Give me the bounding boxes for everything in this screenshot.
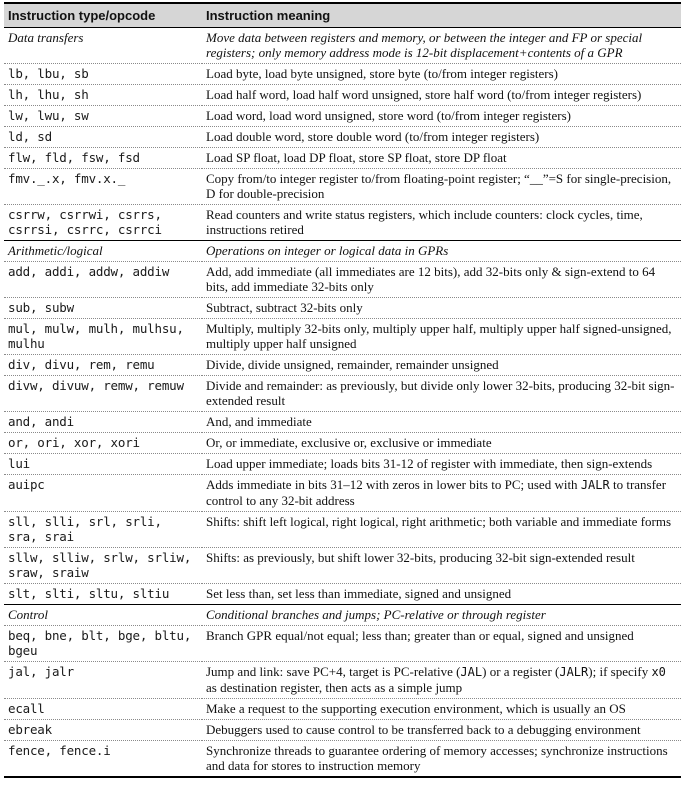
instruction-table: Instruction type/opcode Instruction mean… <box>4 2 681 778</box>
opcode-cell: sllw, slliw, srlw, srliw, sraw, sraiw <box>4 547 202 584</box>
table-row: ld, sd Load double word, store double wo… <box>4 126 681 148</box>
table-row: csrrw, csrrwi, csrrs, csrrsi, csrrc, csr… <box>4 204 681 241</box>
meaning-cell: Branch GPR equal/not equal; less than; g… <box>202 625 681 662</box>
opcode-cell: ld, sd <box>4 126 202 148</box>
table-row: auipc Adds immediate in bits 31–12 with … <box>4 474 681 512</box>
opcode-cell: csrrw, csrrwi, csrrs, csrrsi, csrrc, csr… <box>4 204 202 241</box>
meaning-cell: Read counters and write status registers… <box>202 204 681 241</box>
table-row: fence, fence.i Synchronize threads to gu… <box>4 740 681 778</box>
meaning-cell: Shifts: as previously, but shift lower 3… <box>202 547 681 584</box>
opcode-cell: add, addi, addw, addiw <box>4 261 202 298</box>
meaning-cell: Synchronize threads to guarantee orderin… <box>202 740 681 778</box>
opcode-cell: lh, lhu, sh <box>4 84 202 106</box>
meaning-cell: Shifts: shift left logical, right logica… <box>202 511 681 548</box>
opcode-cell: ecall <box>4 698 202 720</box>
meaning-cell: Add, add immediate (all immediates are 1… <box>202 261 681 298</box>
meaning-cell: Copy from/to integer register to/from fl… <box>202 168 681 205</box>
section-row-arithmetic: Arithmetic/logical Operations on integer… <box>4 240 681 262</box>
opcode-cell: sub, subw <box>4 297 202 319</box>
opcode-cell: lb, lbu, sb <box>4 63 202 85</box>
inline-code: JAL <box>460 665 483 679</box>
table-row: add, addi, addw, addiw Add, add immediat… <box>4 261 681 298</box>
meaning-cell: Divide, divide unsigned, remainder, rema… <box>202 354 681 376</box>
opcode-cell: divw, divuw, remw, remuw <box>4 375 202 412</box>
meaning-text: Adds immediate in bits 31–12 with zeros … <box>206 477 581 492</box>
section-row-control: Control Conditional branches and jumps; … <box>4 604 681 626</box>
table-row: jal, jalr Jump and link: save PC+4, targ… <box>4 661 681 699</box>
table-row: lui Load upper immediate; loads bits 31-… <box>4 453 681 475</box>
meaning-cell: And, and immediate <box>202 411 681 433</box>
opcode-cell: jal, jalr <box>4 661 202 699</box>
header-meaning: Instruction meaning <box>202 2 681 28</box>
table-row: or, ori, xor, xori Or, or immediate, exc… <box>4 432 681 454</box>
section-description: Conditional branches and jumps; PC-relat… <box>202 604 681 626</box>
meaning-cell: Make a request to the supporting executi… <box>202 698 681 720</box>
opcode-cell: sll, slli, srl, srli, sra, srai <box>4 511 202 548</box>
opcode-cell: div, divu, rem, remu <box>4 354 202 376</box>
meaning-cell: Load SP float, load DP float, store SP f… <box>202 147 681 169</box>
meaning-text: as destination register, then acts as a … <box>206 680 463 695</box>
inline-code: JALR <box>559 665 589 679</box>
table-row: sll, slli, srl, srli, sra, srai Shifts: … <box>4 511 681 548</box>
meaning-cell: Jump and link: save PC+4, target is PC-r… <box>202 661 681 699</box>
section-description: Operations on integer or logical data in… <box>202 240 681 262</box>
table-row: fmv._.x, fmv.x._ Copy from/to integer re… <box>4 168 681 205</box>
table-row: div, divu, rem, remu Divide, divide unsi… <box>4 354 681 376</box>
table-row: ecall Make a request to the supporting e… <box>4 698 681 720</box>
meaning-text: to transfer control to any 32-bit addres… <box>206 477 667 508</box>
table-row: and, andi And, and immediate <box>4 411 681 433</box>
table-row: slt, slti, sltu, sltiu Set less than, se… <box>4 583 681 605</box>
opcode-cell: or, ori, xor, xori <box>4 432 202 454</box>
section-row-data-transfers: Data transfers Move data between registe… <box>4 27 681 64</box>
meaning-cell: Adds immediate in bits 31–12 with zeros … <box>202 474 681 512</box>
section-title: Data transfers <box>4 27 202 64</box>
opcode-cell: slt, slti, sltu, sltiu <box>4 583 202 605</box>
meaning-cell: Multiply, multiply 32-bits only, multipl… <box>202 318 681 355</box>
table-header-row: Instruction type/opcode Instruction mean… <box>4 2 681 28</box>
section-description: Move data between registers and memory, … <box>202 27 681 64</box>
table-row: beq, bne, blt, bge, bltu, bgeu Branch GP… <box>4 625 681 662</box>
meaning-cell: Load word, load word unsigned, store wor… <box>202 105 681 127</box>
table-row: lh, lhu, sh Load half word, load half wo… <box>4 84 681 106</box>
table-row: sub, subw Subtract, subtract 32-bits onl… <box>4 297 681 319</box>
meaning-cell: Load half word, load half word unsigned,… <box>202 84 681 106</box>
meaning-text: ); if specify <box>588 664 652 679</box>
meaning-cell: Subtract, subtract 32-bits only <box>202 297 681 319</box>
opcode-cell: ebreak <box>4 719 202 741</box>
opcode-cell: fmv._.x, fmv.x._ <box>4 168 202 205</box>
meaning-cell: Debuggers used to cause control to be tr… <box>202 719 681 741</box>
meaning-text: ) or a register ( <box>482 664 560 679</box>
opcode-cell: lui <box>4 453 202 475</box>
meaning-text: Jump and link: save PC+4, target is PC-r… <box>206 664 461 679</box>
meaning-cell: Load double word, store double word (to/… <box>202 126 681 148</box>
section-title: Arithmetic/logical <box>4 240 202 262</box>
section-title: Control <box>4 604 202 626</box>
inline-code: JALR <box>580 478 610 492</box>
meaning-cell: Load byte, load byte unsigned, store byt… <box>202 63 681 85</box>
opcode-cell: beq, bne, blt, bge, bltu, bgeu <box>4 625 202 662</box>
opcode-cell: mul, mulw, mulh, mulhsu, mulhu <box>4 318 202 355</box>
meaning-cell: Load upper immediate; loads bits 31-12 o… <box>202 453 681 475</box>
table-row: divw, divuw, remw, remuw Divide and rema… <box>4 375 681 412</box>
table-row: sllw, slliw, srlw, srliw, sraw, sraiw Sh… <box>4 547 681 584</box>
header-opcode: Instruction type/opcode <box>4 2 202 28</box>
table-row: lw, lwu, sw Load word, load word unsigne… <box>4 105 681 127</box>
opcode-cell: auipc <box>4 474 202 512</box>
meaning-cell: Set less than, set less than immediate, … <box>202 583 681 605</box>
table-row: flw, fld, fsw, fsd Load SP float, load D… <box>4 147 681 169</box>
meaning-cell: Or, or immediate, exclusive or, exclusiv… <box>202 432 681 454</box>
opcode-cell: and, andi <box>4 411 202 433</box>
opcode-cell: lw, lwu, sw <box>4 105 202 127</box>
opcode-cell: fence, fence.i <box>4 740 202 778</box>
table-row: lb, lbu, sb Load byte, load byte unsigne… <box>4 63 681 85</box>
table-row: ebreak Debuggers used to cause control t… <box>4 719 681 741</box>
meaning-cell: Divide and remainder: as previously, but… <box>202 375 681 412</box>
opcode-cell: flw, fld, fsw, fsd <box>4 147 202 169</box>
table-row: mul, mulw, mulh, mulhsu, mulhu Multiply,… <box>4 318 681 355</box>
inline-code: x0 <box>651 665 666 679</box>
